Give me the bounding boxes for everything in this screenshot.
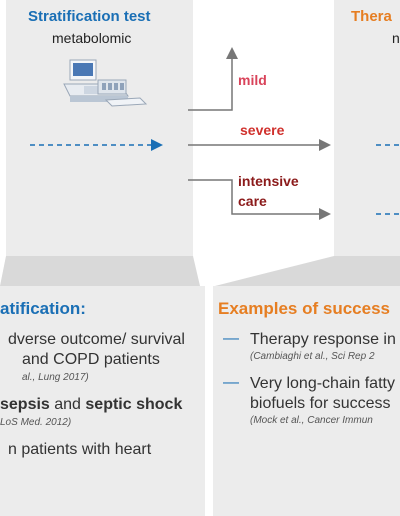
left-item-1-line2: and COPD patients <box>22 351 160 368</box>
septic-shock-term: septic shock <box>85 396 183 413</box>
therapy-subtitle: n <box>392 30 400 46</box>
right-item-2-citation: (Mock et al., Cancer Immun <box>250 415 373 426</box>
stratification-examples-box <box>0 286 205 516</box>
sepsis-connector: and <box>49 396 86 413</box>
right-item-1-line1: Therapy response in <box>250 331 396 348</box>
left-item-2-citation: LoS Med. 2012) <box>0 417 72 428</box>
right-item-2-bullet: — <box>223 374 239 391</box>
left-item-1-line1: dverse outcome/ survival <box>8 331 185 348</box>
right-item-2-line1: Very long-chain fatty <box>250 375 395 392</box>
mild-label: mild <box>238 72 267 88</box>
stratification-test-title: Stratification test <box>28 8 151 25</box>
right-item-1-bullet: — <box>223 330 239 347</box>
success-examples-box <box>213 286 400 516</box>
right-funnel <box>215 256 400 286</box>
intensive-care-label: intensive care <box>238 171 299 211</box>
intensive-label-line2: care <box>238 193 267 209</box>
sepsis-term: sepsis <box>0 396 50 413</box>
right-item-2-line2: biofuels for success <box>250 395 391 412</box>
success-heading: Examples of success <box>218 299 390 318</box>
left-funnel <box>0 256 200 286</box>
stratification-panel <box>6 0 193 256</box>
stratification-heading: atification: <box>0 299 86 318</box>
therapy-title: Thera <box>351 8 392 25</box>
intensive-label-line1: intensive <box>238 173 299 189</box>
right-item-1-citation: (Cambiaghi et al., Sci Rep 2 <box>250 351 375 362</box>
left-item-2-line1: sepsis and septic shock <box>0 395 182 414</box>
stratification-test-subtitle: metabolomic <box>52 30 132 46</box>
left-item-3-line1: n patients with heart <box>8 441 152 458</box>
left-item-1-citation: al., Lung 2017) <box>22 372 89 383</box>
severe-label: severe <box>240 122 285 138</box>
